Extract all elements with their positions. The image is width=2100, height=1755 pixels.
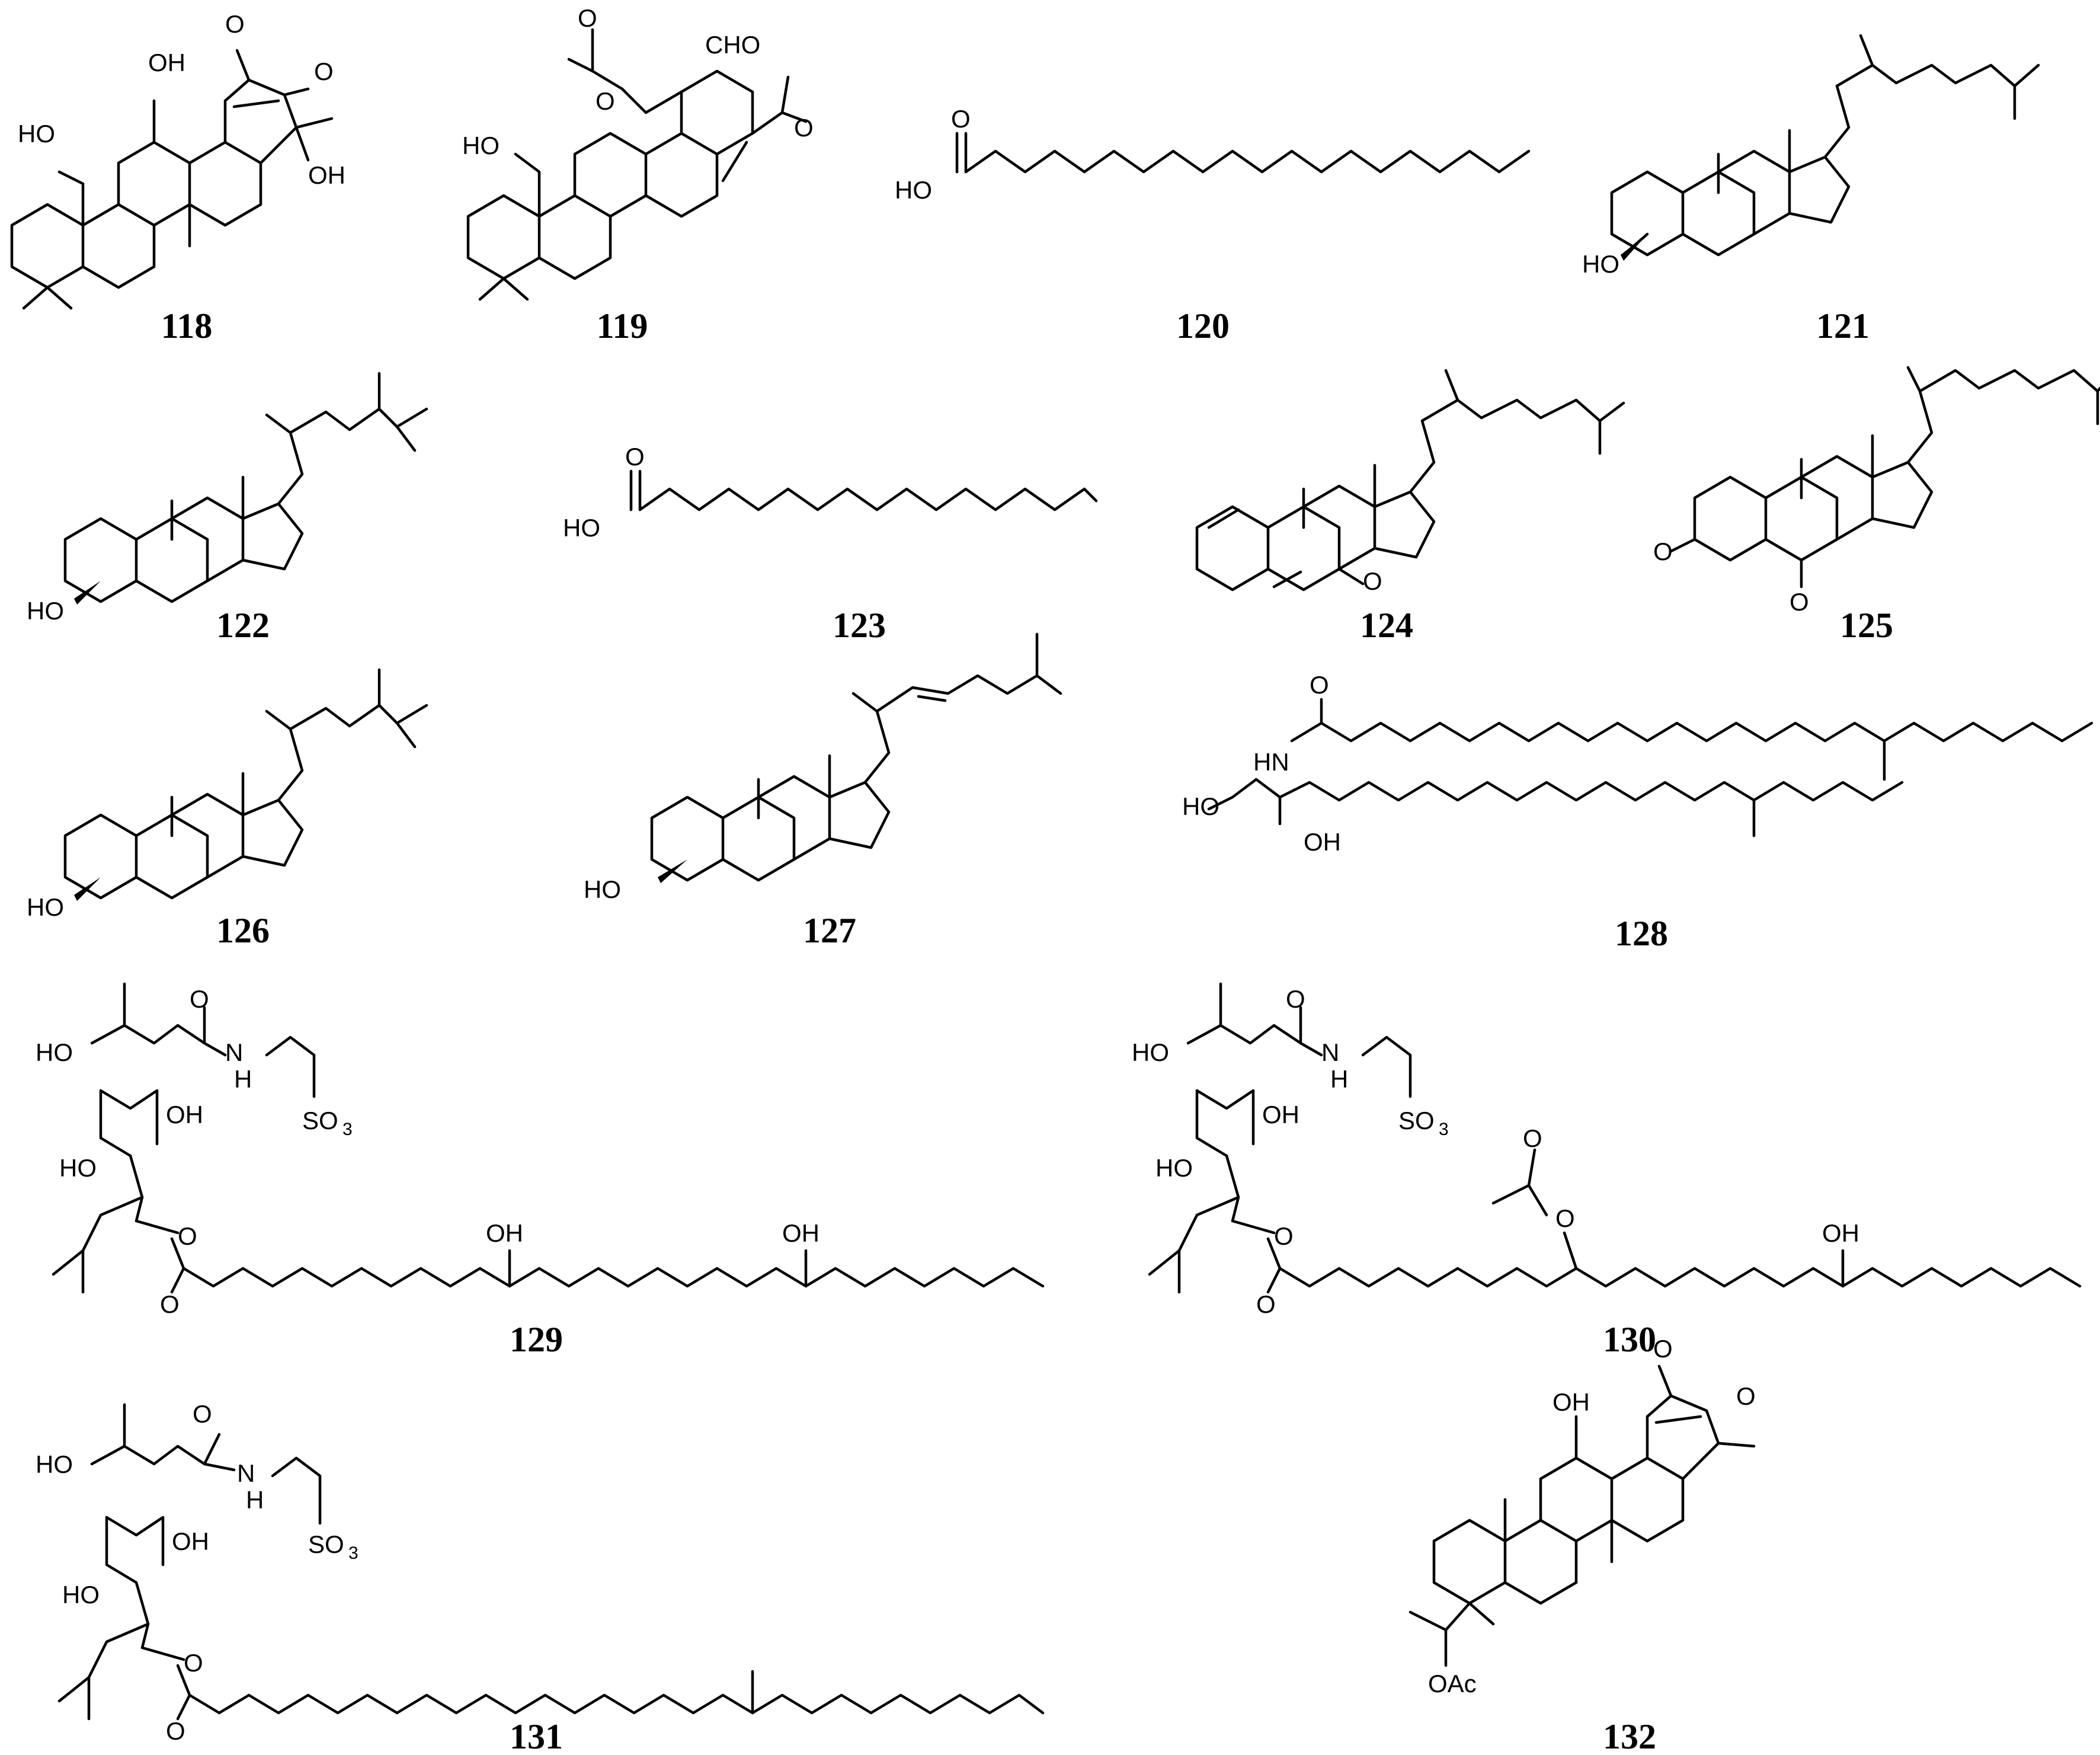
- compound-122: HO 122: [27, 372, 428, 645]
- atom-ho: HO: [36, 1450, 73, 1478]
- atom-o: O: [1286, 985, 1305, 1013]
- atom-o: O: [951, 105, 971, 133]
- atom-ho: HO: [563, 514, 600, 542]
- atom-ho: HO: [27, 893, 64, 921]
- atom-so: SO: [308, 1530, 344, 1558]
- atom-n: N: [225, 1038, 243, 1066]
- atom-oh: OH: [486, 1219, 523, 1247]
- atom-h: H: [246, 1486, 264, 1514]
- atom-ho: HO: [462, 132, 500, 159]
- compound-label: 121: [1816, 306, 1869, 346]
- atom-n: N: [1321, 1038, 1339, 1066]
- atom-o: O: [178, 1222, 197, 1250]
- compound-127: HO 127: [584, 632, 1062, 950]
- atom-ho: HO: [1582, 250, 1619, 278]
- compound-label: 130: [1603, 1320, 1656, 1359]
- atom-ho: HO: [36, 1038, 73, 1066]
- atom-sub: 3: [348, 1543, 358, 1563]
- compound-label: 127: [803, 911, 856, 950]
- atom-oh: OH: [172, 1527, 209, 1555]
- atom-o: O: [1256, 1290, 1276, 1318]
- atom-so: SO: [1398, 1107, 1435, 1134]
- atom-hn: HN: [1253, 748, 1289, 776]
- atom-ho: HO: [584, 875, 621, 903]
- atom-oh: OH: [308, 161, 345, 189]
- atom-oh: OH: [1552, 1388, 1590, 1416]
- compound-label: 126: [216, 911, 270, 950]
- compound-label: 118: [161, 306, 213, 346]
- compound-128: O HN HO OH 128: [1182, 671, 2093, 953]
- atom-o: O: [1555, 1204, 1575, 1232]
- compound-121: HO 121: [1582, 34, 2040, 346]
- atom-o: O: [1274, 1222, 1294, 1250]
- atom-oh: OH: [166, 1101, 203, 1129]
- atom-oh: OH: [1262, 1101, 1299, 1129]
- compound-label: 122: [216, 606, 270, 645]
- atom-h: H: [1330, 1065, 1348, 1093]
- atom-o: O: [794, 114, 814, 142]
- atom-o: O: [1653, 1335, 1673, 1363]
- atom-oh: OH: [1304, 828, 1341, 856]
- compound-label: 119: [597, 306, 648, 346]
- atom-oh: OH: [1822, 1219, 1859, 1247]
- compound-label: 125: [1840, 606, 1893, 645]
- compound-132: O OH O OAc 132: [1408, 1335, 1756, 1755]
- atom-ho: HO: [62, 1581, 100, 1609]
- atom-o: O: [184, 1649, 203, 1677]
- atom-o: O: [1310, 671, 1329, 699]
- atom-o: O: [314, 57, 334, 85]
- atom-so: SO: [302, 1107, 338, 1134]
- compound-119: O O CHO HO O 119: [462, 4, 814, 346]
- atom-h: H: [234, 1065, 252, 1093]
- compound-label: 120: [1176, 306, 1230, 346]
- atom-ho: HO: [1182, 792, 1219, 820]
- atom-o: O: [1363, 567, 1382, 595]
- atom-sub: 3: [1439, 1120, 1449, 1139]
- atom-ho: HO: [895, 176, 932, 204]
- atom-o: O: [160, 1290, 180, 1318]
- atom-cho: CHO: [705, 31, 760, 59]
- atom-sub: 3: [342, 1120, 353, 1139]
- atom-ho: HO: [1132, 1038, 1169, 1066]
- atom-oh: OH: [148, 49, 185, 76]
- atom-ho: HO: [1155, 1154, 1193, 1182]
- atom-o: O: [1523, 1124, 1542, 1152]
- atom-o: O: [625, 443, 645, 471]
- atom-o: O: [596, 87, 615, 115]
- compound-label: 131: [510, 1717, 563, 1755]
- atom-ho: HO: [18, 120, 55, 148]
- compound-label: 129: [510, 1320, 563, 1359]
- compound-120: O HO 120: [895, 105, 1531, 346]
- compound-125: O O 125: [1653, 366, 2100, 645]
- atom-ho: HO: [27, 597, 64, 625]
- atom-o: O: [1736, 1382, 1756, 1410]
- atom-o: O: [190, 985, 209, 1013]
- compound-123: O HO 123: [563, 443, 1098, 645]
- atom-oac: OAc: [1428, 1670, 1477, 1698]
- atom-o: O: [1653, 538, 1673, 565]
- atom-o: O: [193, 1400, 212, 1428]
- compound-label: 128: [1615, 914, 1668, 953]
- atom-oh: OH: [782, 1219, 819, 1247]
- compound-126: HO 126: [27, 668, 428, 950]
- atom-n: N: [237, 1459, 255, 1487]
- atom-o: O: [166, 1717, 185, 1745]
- compound-label: 124: [1360, 606, 1413, 645]
- atom-o: O: [1790, 588, 1809, 616]
- compound-124: O 124: [1207, 369, 1625, 645]
- atom-o: O: [578, 4, 597, 32]
- compound-label: 132: [1603, 1717, 1656, 1755]
- compound-label: 123: [833, 606, 886, 645]
- atom-o: O: [225, 10, 245, 38]
- atom-ho: HO: [59, 1154, 97, 1182]
- compound-118: OH HO O O OH 118: [10, 10, 345, 346]
